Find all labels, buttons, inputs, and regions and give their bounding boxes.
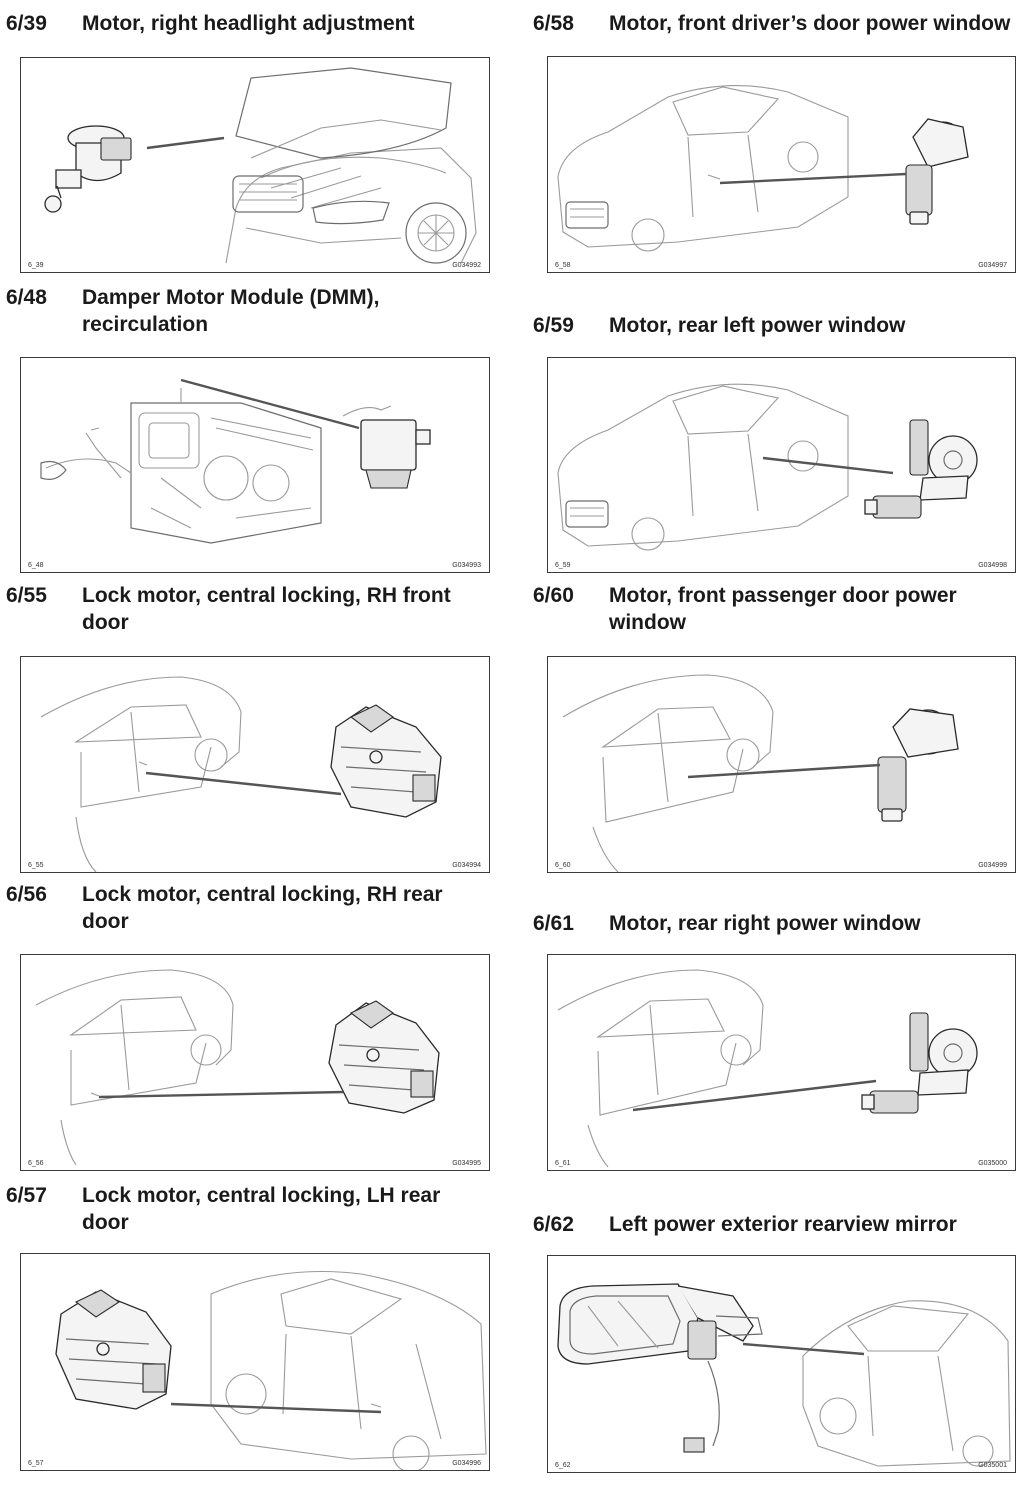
entry-header: 6/58 Motor, front driver’s door power wi… xyxy=(533,10,1010,37)
exterior-mirror-illustration xyxy=(557,1283,1011,1467)
lock-motor-rh-front-illustration xyxy=(40,676,442,872)
entry-code: 6/62 xyxy=(533,1213,574,1236)
entry-title: Motor, rear right power window xyxy=(609,912,921,935)
figure-code-right: G034995 xyxy=(452,1160,481,1167)
entry-code: 6/39 xyxy=(6,12,47,35)
figure-panel: 6_59 G034998 xyxy=(547,357,1016,573)
entry-header: 6/61 Motor, rear right power window xyxy=(533,910,921,937)
entry-title: Damper Motor Module (DMM), recirculation xyxy=(82,286,380,336)
window-motor-rear-right-illustration xyxy=(557,969,978,1168)
figure-code-right: G035000 xyxy=(978,1160,1007,1167)
entry-code: 6/59 xyxy=(533,314,574,337)
window-motor-front-passenger-illustration xyxy=(562,674,959,872)
figure-code-left: 6_62 xyxy=(555,1462,571,1469)
figure-code-right: G034993 xyxy=(452,562,481,569)
entry-code: 6/60 xyxy=(533,584,574,607)
figure-panel: 6_60 G034999 xyxy=(547,656,1016,873)
figure-code-right: G034992 xyxy=(452,262,481,269)
headlight-motor-illustration xyxy=(44,67,477,264)
entry-title: Motor, right headlight adjustment xyxy=(82,12,415,35)
figure-panel: 6_48 G034993 xyxy=(20,357,490,573)
figure-code-left: 6_55 xyxy=(28,862,44,869)
figure-code-left: 6_57 xyxy=(28,1460,44,1467)
entry-header: 6/56 Lock motor, central locking, RH rea… xyxy=(6,881,443,935)
figure-panel: 6_39 G034992 xyxy=(20,57,490,273)
entry-title: Lock motor, central locking, RH rear doo… xyxy=(82,883,443,933)
window-motor-rear-left-illustration xyxy=(557,383,978,551)
entry-header: 6/57 Lock motor, central locking, LH rea… xyxy=(6,1182,440,1236)
lock-motor-lh-rear-illustration xyxy=(55,1270,487,1470)
figure-code-right: G034998 xyxy=(978,562,1007,569)
figure-code-right: G034996 xyxy=(452,1460,481,1467)
window-motor-front-driver-illustration xyxy=(557,85,969,252)
figure-code-left: 6_61 xyxy=(555,1160,571,1167)
figure-code-right: G034994 xyxy=(452,862,481,869)
entry-code: 6/55 xyxy=(6,584,47,607)
entry-title: Motor, front driver’s door power window xyxy=(609,12,1011,35)
entry-title: Motor, rear left power window xyxy=(609,314,906,337)
figure-code-right: G034997 xyxy=(978,262,1007,269)
entry-header: 6/59 Motor, rear left power window xyxy=(533,312,905,339)
entry-code: 6/48 xyxy=(6,286,47,309)
figure-panel: 6_55 G034994 xyxy=(20,656,490,873)
entry-title: Left power exterior rearview mirror xyxy=(609,1213,957,1236)
figure-code-left: 6_59 xyxy=(555,562,571,569)
entry-code: 6/57 xyxy=(6,1184,47,1207)
entry-code: 6/58 xyxy=(533,12,574,35)
entry-header: 6/62 Left power exterior rearview mirror xyxy=(533,1211,957,1238)
figure-code-left: 6_60 xyxy=(555,862,571,869)
figure-panel: 6_57 G034996 xyxy=(20,1253,490,1471)
lock-motor-rh-rear-illustration xyxy=(35,969,440,1166)
figure-panel: 6_58 G034997 xyxy=(547,56,1016,273)
figure-code-right: G034999 xyxy=(978,862,1007,869)
figure-panel: 6_61 G035000 xyxy=(547,954,1016,1171)
entry-header: 6/60 Motor, front passenger door power w… xyxy=(533,582,957,636)
entry-header: 6/55 Lock motor, central locking, RH fro… xyxy=(6,582,451,636)
figure-code-left: 6_48 xyxy=(28,562,44,569)
entry-header: 6/48 Damper Motor Module (DMM), recircul… xyxy=(6,284,379,338)
figure-code-right: G035001 xyxy=(978,1462,1007,1469)
figure-panel: 6_56 G034995 xyxy=(20,954,490,1171)
entry-code: 6/56 xyxy=(6,883,47,906)
entry-title: Motor, front passenger door power window xyxy=(609,584,957,634)
entry-title: Lock motor, central locking, LH rear doo… xyxy=(82,1184,441,1234)
figure-code-left: 6_58 xyxy=(555,262,571,269)
entry-code: 6/61 xyxy=(533,912,574,935)
damper-motor-illustration xyxy=(40,378,431,544)
figure-code-left: 6_56 xyxy=(28,1160,44,1167)
figure-panel: 6_62 G035001 xyxy=(547,1255,1016,1473)
figure-code-left: 6_39 xyxy=(28,262,44,269)
entry-header: 6/39 Motor, right headlight adjustment xyxy=(6,10,415,37)
entry-title: Lock motor, central locking, RH front do… xyxy=(82,584,451,634)
